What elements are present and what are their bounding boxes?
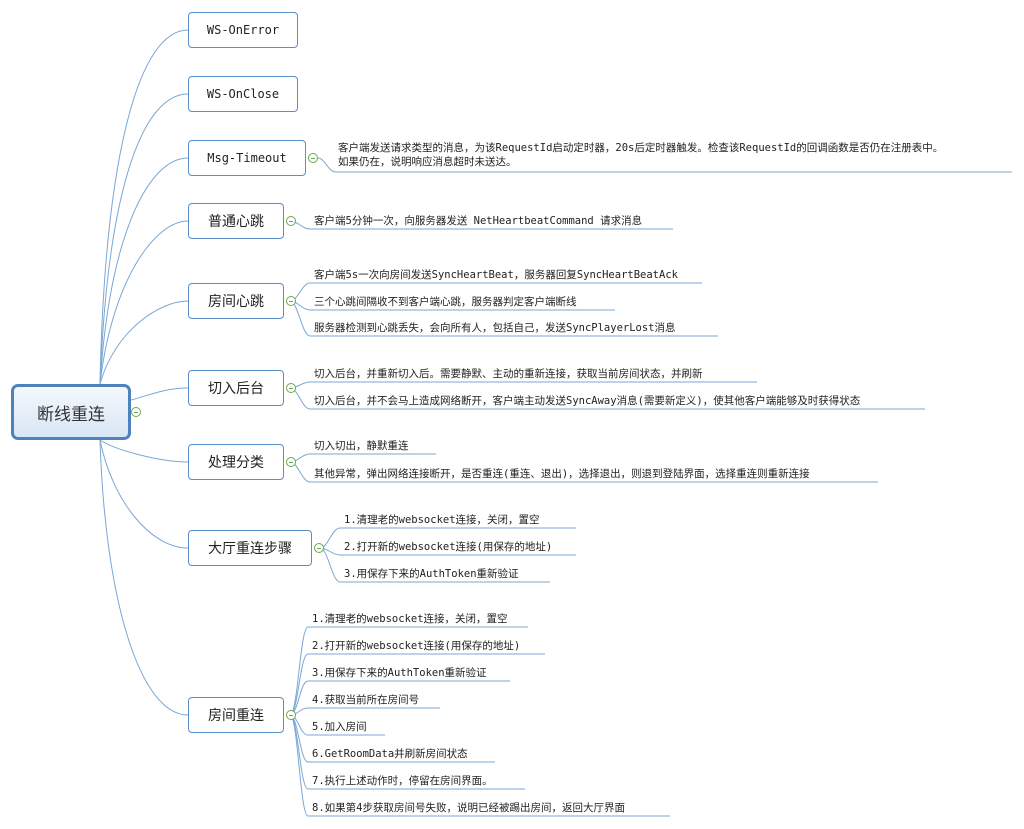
topic-handling-categories[interactable]: 处理分类 <box>188 444 284 480</box>
note-room-heartbeat-2: 三个心跳间隔收不到客户端心跳，服务器判定客户端断线 <box>314 296 577 308</box>
note-room-step-8: 8.如果第4步获取房间号失败，说明已经被踢出房间，返回大厅界面 <box>312 802 625 814</box>
root-label: 断线重连 <box>37 404 105 425</box>
topic-label: Msg-Timeout <box>207 151 287 165</box>
note-room-step-5: 5.加入房间 <box>312 721 367 733</box>
root-collapse-icon[interactable] <box>131 407 141 417</box>
topic-label: 房间重连 <box>208 708 264 724</box>
collapse-icon[interactable] <box>286 216 296 226</box>
note-handling-2: 其他异常，弹出网络连接断开，是否重连(重连、退出)，选择退出，则退到登陆界面，选… <box>314 468 810 480</box>
collapse-icon[interactable] <box>286 296 296 306</box>
note-room-step-3: 3.用保存下来的AuthToken重新验证 <box>312 667 487 679</box>
topic-ws-onclose[interactable]: WS-OnClose <box>188 76 298 112</box>
topic-label: WS-OnClose <box>206 87 280 101</box>
topic-room-reconnect[interactable]: 房间重连 <box>188 697 284 733</box>
topic-label: 切入后台 <box>208 381 264 397</box>
note-lobby-step-3: 3.用保存下来的AuthToken重新验证 <box>344 568 519 580</box>
note-msg-timeout-2: 如果仍在，说明响应消息超时未送达。 <box>338 156 517 168</box>
topic-label: WS-OnError <box>206 23 280 37</box>
note-room-step-7: 7.执行上述动作时，停留在房间界面。 <box>312 775 493 787</box>
note-msg-timeout-1: 客户端发送请求类型的消息，为该RequestId启动定时器，20s后定时器触发。… <box>338 142 944 154</box>
collapse-icon[interactable] <box>314 543 324 553</box>
topic-label: 处理分类 <box>208 455 264 471</box>
topic-room-heartbeat[interactable]: 房间心跳 <box>188 283 284 319</box>
note-room-step-6: 6.GetRoomData并刷新房间状态 <box>312 748 468 760</box>
note-normal-heartbeat-1: 客户端5分钟一次，向服务器发送 NetHeartbeatCommand 请求消息 <box>314 215 643 227</box>
topic-msg-timeout[interactable]: Msg-Timeout <box>188 140 306 176</box>
note-room-step-2: 2.打开新的websocket连接(用保存的地址) <box>312 640 521 652</box>
topic-label: 房间心跳 <box>208 294 264 310</box>
note-background-1: 切入后台，并重新切入后。需要静默、主动的重新连接，获取当前房间状态，并刷新 <box>314 368 703 380</box>
root-node[interactable]: 断线重连 <box>11 384 131 440</box>
collapse-icon[interactable] <box>286 457 296 467</box>
topic-normal-heartbeat[interactable]: 普通心跳 <box>188 203 284 239</box>
note-room-heartbeat-3: 服务器检测到心跳丢失，会向所有人，包括自己，发送SyncPlayerLost消息 <box>314 322 676 334</box>
topic-ws-onerror[interactable]: WS-OnError <box>188 12 298 48</box>
collapse-icon[interactable] <box>286 710 296 720</box>
collapse-icon[interactable] <box>308 153 318 163</box>
note-room-step-4: 4.获取当前所在房间号 <box>312 694 420 706</box>
collapse-icon[interactable] <box>286 383 296 393</box>
note-handling-1: 切入切出，静默重连 <box>314 440 409 452</box>
note-room-heartbeat-1: 客户端5s一次向房间发送SyncHeartBeat，服务器回复SyncHeart… <box>314 269 678 281</box>
note-lobby-step-1: 1.清理老的websocket连接，关闭，置空 <box>344 514 540 526</box>
note-background-2: 切入后台，并不会马上造成网络断开，客户端主动发送SyncAway消息(需要新定义… <box>314 395 861 407</box>
topic-label: 大厅重连步骤 <box>208 541 292 557</box>
topic-lobby-reconnect-steps[interactable]: 大厅重连步骤 <box>188 530 312 566</box>
topic-background[interactable]: 切入后台 <box>188 370 284 406</box>
note-lobby-step-2: 2.打开新的websocket连接(用保存的地址) <box>344 541 553 553</box>
note-room-step-1: 1.清理老的websocket连接，关闭，置空 <box>312 613 508 625</box>
topic-label: 普通心跳 <box>208 214 264 230</box>
